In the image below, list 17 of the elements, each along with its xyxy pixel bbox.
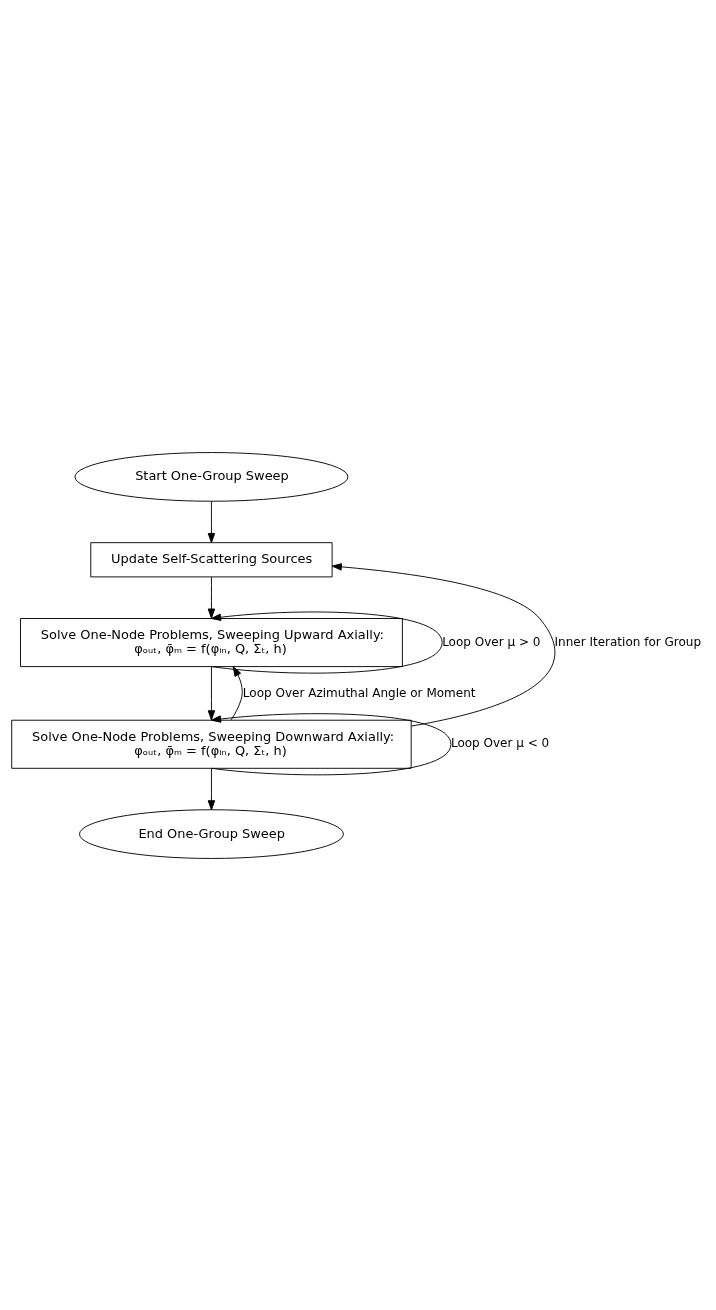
arrow [207,665,216,720]
edge-label: Loop Over μ > 0 [442,634,541,649]
arrow [207,767,216,810]
arrow [207,500,216,543]
edge-label: Inner Iteration for Group [554,634,702,649]
edge-label: Loop Over μ < 0 [450,735,550,750]
edge-label: Loop Over Azimuthal Angle or Moment [242,685,476,700]
node-box: Solve One-Node Problems, Sweeping Upward Axially: φₒᵤₜ, φ̄ₘ = f(φᵢₙ, Q, Σₜ, h) [20,617,403,667]
node-ellipse: End One-Group Sweep [79,808,344,859]
arrow [211,712,452,775]
arrow [230,665,243,720]
node-ellipse: Start One-Group Sweep [74,451,349,502]
arrow [331,562,555,727]
arrow [207,576,216,619]
arrow [211,611,443,674]
node-box: Update Self-Scattering Sources [90,541,333,577]
node-box: Solve One-Node Problems, Sweeping Downward Axially: φₒᵤₜ, φ̄ₘ = f(φᵢₙ, Q, Σₜ, h) [11,719,412,769]
